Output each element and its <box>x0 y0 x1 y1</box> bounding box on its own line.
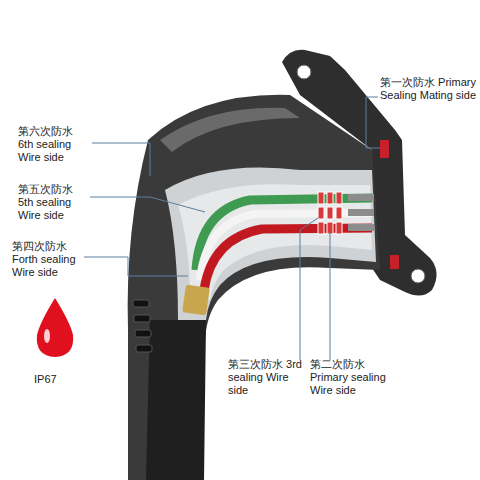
mounting-hole <box>411 269 425 283</box>
leader-lines <box>84 97 380 360</box>
water-drop <box>37 298 73 357</box>
drop-highlight <box>44 329 50 343</box>
rating-label: IP67 <box>34 373 84 386</box>
cutaway-interior <box>165 168 376 321</box>
housing-body <box>128 95 380 480</box>
inner-shell <box>178 184 372 300</box>
callout-label: 第六次防水 6th sealing Wire side <box>18 125 90 164</box>
callout-label: 第三次防水 3rd sealing Wire side <box>228 358 304 397</box>
callout-label: 第五次防水 5th sealing Wire side <box>18 183 90 222</box>
mating-seal <box>390 255 399 269</box>
callout-label: 第四次防水 Forth sealing Wire side <box>12 240 88 279</box>
grip-grooves <box>133 300 152 352</box>
wire-seals <box>318 192 342 234</box>
terminals <box>348 194 374 231</box>
red-wire <box>204 228 372 290</box>
callout-label: 第一次防水 Primary Sealing Mating side <box>380 76 476 102</box>
callout-label: 第二次防水 Primary sealing Wire side <box>310 358 402 397</box>
mounting-hole <box>297 65 311 79</box>
cable <box>146 320 206 480</box>
housing-highlight <box>160 108 300 152</box>
cable-seal <box>182 284 210 315</box>
mating-seal <box>380 140 389 158</box>
